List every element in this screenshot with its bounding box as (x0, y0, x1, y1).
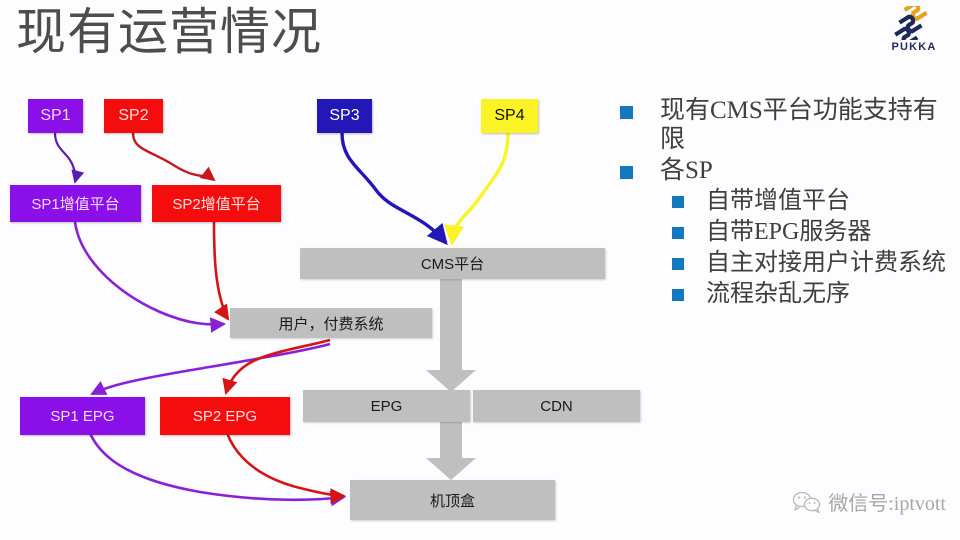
node-sp2-platform[interactable]: SP2增值平台 (152, 185, 281, 222)
wechat-watermark: 微信号:iptvott (792, 487, 946, 516)
node-billing-system[interactable]: 用户，付费系统 (230, 308, 432, 338)
node-sp1[interactable]: SP1 (28, 99, 83, 133)
bullet-square-icon (672, 227, 684, 239)
bullet-text: 自带EPG服务器 (706, 219, 872, 245)
bullet-item: 现有CMS平台功能支持有限 (620, 96, 954, 154)
node-set-top-box[interactable]: 机顶盒 (350, 480, 555, 520)
node-cms-platform-label: CMS平台 (420, 256, 485, 273)
node-sp1-label: SP1 (40, 107, 71, 124)
bullet-item: 流程杂乱无序 (620, 280, 954, 309)
node-sp2-label: SP2 (118, 107, 149, 124)
connector-sp2-platform-to-billing (212, 221, 230, 321)
connector-cms-to-epg (426, 278, 476, 392)
watermark-text: 微信号:iptvott (828, 493, 946, 515)
node-sp1-epg-label: SP1 EPG (50, 407, 115, 425)
node-sp4[interactable]: SP4 (481, 99, 538, 133)
connector-sp1-to-sp1-platform (53, 132, 85, 184)
node-sp4-label: SP4 (494, 107, 525, 124)
bullet-text: 各SP (660, 157, 713, 184)
node-cdn[interactable]: CDN (473, 390, 640, 422)
connector-billing-to-sp1-epg (90, 342, 331, 396)
bullet-item: 自带EPG服务器 (620, 218, 954, 247)
bullet-square-icon (672, 289, 684, 301)
bullet-item: 各SP (620, 156, 954, 185)
bullet-square-icon (620, 166, 633, 179)
bullet-text: 自带增值平台 (706, 188, 850, 214)
connector-sp1-platform-to-billing (73, 221, 227, 333)
connector-sp3-to-cms (340, 132, 448, 246)
bullet-text: 现有CMS平台功能支持有限 (660, 97, 938, 153)
bullet-item: 自带增值平台 (620, 187, 954, 216)
bullet-square-icon (672, 258, 684, 270)
node-sp2-epg[interactable]: SP2 EPG (160, 397, 290, 435)
node-cms-platform[interactable]: CMS平台 (300, 248, 605, 279)
node-set-top-box-label: 机顶盒 (429, 492, 475, 510)
bullet-item: 自主对接用户计费系统 (620, 249, 954, 278)
bullet-text: 自主对接用户计费系统 (706, 250, 946, 276)
bullet-list: 现有CMS平台功能支持有限 各SP 自带增值平台 自带EPG服务器 自主对接用户… (620, 96, 954, 311)
node-sp2[interactable]: SP2 (104, 99, 163, 133)
wechat-icon (793, 491, 821, 513)
pukka-logo: PUKKA (882, 6, 946, 58)
node-sp1-platform[interactable]: SP1增值平台 (10, 185, 141, 222)
bullet-text: 流程杂乱无序 (706, 281, 850, 307)
connector-sp4-to-cms (443, 132, 510, 246)
node-epg[interactable]: EPG (303, 390, 470, 422)
node-sp2-epg-label: SP2 EPG (192, 407, 258, 425)
page-title: 现有运营情况 (16, 4, 322, 60)
bullet-square-icon (620, 106, 633, 119)
node-cdn-label: CDN (540, 397, 573, 415)
logo-wordmark: PUKKA (891, 41, 937, 53)
connector-billing-to-sp2-epg (222, 338, 331, 395)
node-sp3[interactable]: SP3 (317, 99, 372, 133)
node-sp3-label: SP3 (329, 107, 360, 124)
node-sp2-platform-label: SP2增值平台 (172, 196, 261, 213)
node-sp1-epg[interactable]: SP1 EPG (20, 397, 145, 435)
pukka-logo-mark (894, 6, 928, 40)
node-billing-system-label: 用户，付费系统 (278, 315, 384, 333)
node-epg-label: EPG (370, 397, 403, 415)
connector-sp2-to-sp2-platform (131, 132, 216, 182)
node-sp1-platform-label: SP1增值平台 (31, 196, 120, 213)
connector-epg-to-stb (426, 422, 476, 480)
bullet-square-icon (672, 196, 684, 208)
